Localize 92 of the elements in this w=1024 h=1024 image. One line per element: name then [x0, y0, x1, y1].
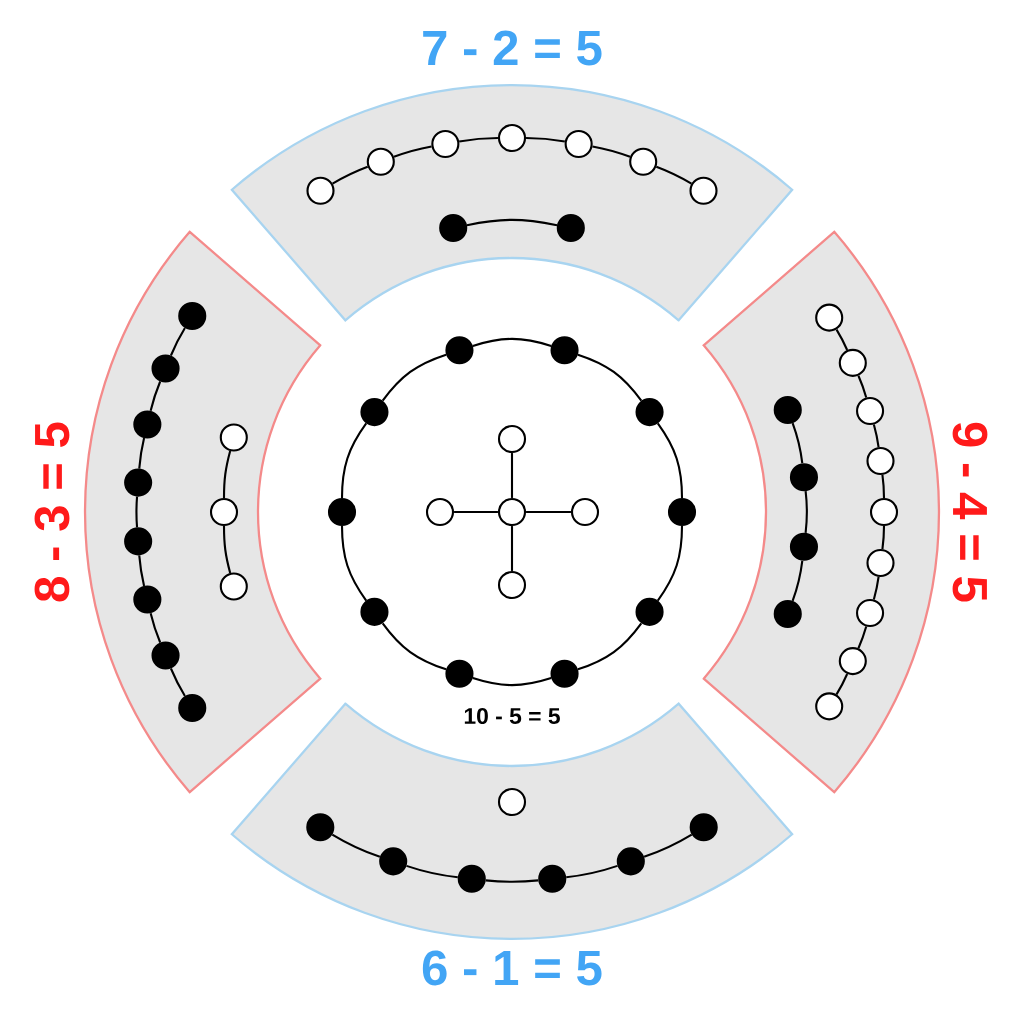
- arc-line: [138, 555, 146, 587]
- open-circle: [497, 570, 527, 600]
- arc-line: [835, 673, 849, 695]
- open-circle: [815, 692, 844, 721]
- filled-dot: [360, 597, 389, 626]
- open-circle: [629, 147, 658, 176]
- connector-line: [510, 526, 514, 571]
- arc-line: [169, 327, 186, 356]
- arc-line: [857, 626, 868, 649]
- filled-dot: [445, 336, 474, 365]
- equation-label: 10 - 5 = 5: [464, 707, 560, 725]
- arc-line: [872, 424, 880, 448]
- filled-dot: [667, 497, 697, 527]
- arc-line: [222, 450, 232, 498]
- open-circle: [306, 176, 335, 205]
- arc-line: [331, 833, 381, 858]
- arc-line: [566, 864, 618, 879]
- arc-line: [656, 165, 692, 185]
- filled-dot: [327, 497, 357, 527]
- connector-line: [454, 510, 498, 514]
- open-circle: [425, 497, 455, 527]
- arc-line: [857, 375, 868, 398]
- filled-dot: [538, 864, 567, 893]
- filled-dot: [124, 468, 153, 497]
- open-circle: [219, 423, 248, 452]
- filled-dot: [133, 410, 162, 439]
- open-circle: [366, 147, 395, 176]
- filled-dot: [306, 813, 335, 842]
- equation-label: 9 - 4 = 5: [952, 422, 988, 602]
- filled-dot: [360, 398, 389, 427]
- filled-dot: [457, 864, 486, 893]
- arc-line: [466, 218, 558, 227]
- filled-dot: [133, 585, 162, 614]
- arc-line: [381, 353, 447, 402]
- arc-line: [406, 864, 458, 879]
- arc-line: [393, 145, 432, 158]
- arc-line: [881, 474, 886, 498]
- arc-line: [169, 668, 186, 697]
- arc-line: [485, 879, 539, 884]
- equation-label: 7 - 2 = 5: [423, 30, 602, 66]
- arc-line: [222, 526, 232, 574]
- filled-dot: [124, 527, 153, 556]
- arc-line: [332, 165, 368, 185]
- arc-line: [135, 496, 139, 528]
- arc-line: [872, 576, 880, 600]
- filled-dot: [550, 336, 579, 365]
- open-circle: [219, 572, 248, 601]
- arc-line: [656, 526, 684, 602]
- arc-line: [643, 833, 693, 858]
- arc-line: [472, 677, 552, 687]
- arc-line: [340, 526, 368, 602]
- arc-line: [791, 560, 804, 602]
- filled-dot: [550, 659, 579, 688]
- filled-dot: [789, 532, 818, 561]
- arc-line: [804, 491, 809, 533]
- open-circle: [497, 424, 527, 454]
- arc-line: [526, 136, 565, 143]
- open-circle: [838, 647, 867, 676]
- filled-dot: [635, 398, 664, 427]
- arc-line: [149, 381, 162, 412]
- arc-line: [881, 526, 886, 550]
- filled-dot: [151, 354, 180, 383]
- filled-dot: [445, 659, 474, 688]
- filled-dot: [616, 847, 645, 876]
- arc-line: [791, 422, 804, 464]
- filled-dot: [151, 641, 180, 670]
- arc-line: [592, 145, 631, 158]
- equation-label: 6 - 1 = 5: [422, 950, 602, 986]
- connector-line: [510, 453, 514, 498]
- arc-line: [138, 437, 146, 469]
- arc-line: [149, 612, 162, 643]
- open-circle: [497, 497, 527, 527]
- filled-dot: [689, 813, 718, 842]
- arc-line: [577, 622, 643, 671]
- arc-line: [472, 337, 552, 347]
- connector-line: [526, 510, 571, 514]
- filled-dot: [379, 847, 408, 876]
- arc-line: [381, 622, 447, 671]
- open-circle: [815, 303, 844, 332]
- arc-line: [459, 136, 498, 143]
- arc-line: [656, 422, 684, 498]
- filled-dot: [789, 463, 818, 492]
- open-circle: [689, 176, 718, 205]
- open-circle: [497, 123, 527, 153]
- arc-line: [835, 329, 849, 351]
- equation-label: 8 - 3 = 5: [34, 422, 70, 602]
- arc-line: [577, 353, 643, 402]
- arc-line: [340, 422, 368, 498]
- open-circle: [838, 348, 867, 377]
- open-circle: [570, 497, 600, 527]
- filled-dot: [635, 597, 664, 626]
- open-circle: [856, 396, 885, 426]
